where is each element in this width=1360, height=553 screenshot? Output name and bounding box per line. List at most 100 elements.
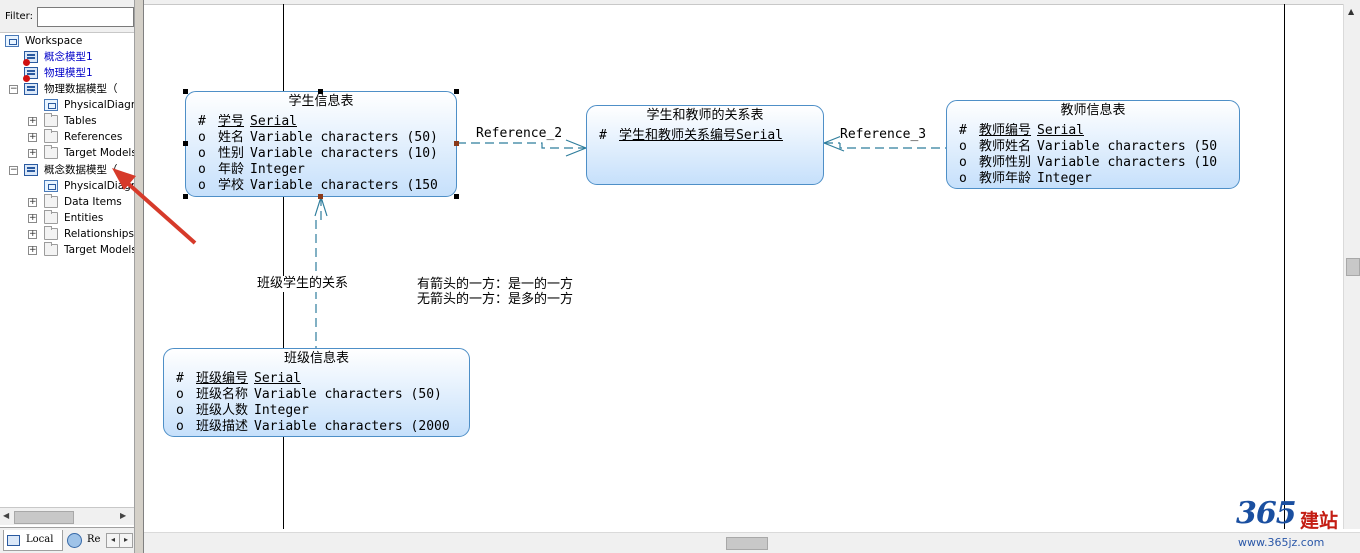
folder-icon — [44, 194, 58, 208]
class-student-relation-label[interactable]: 班级学生的关系 — [257, 276, 349, 292]
conceptual-model-icon — [24, 164, 38, 176]
note-line-1[interactable]: 有箭头的一方：是一的一方 — [417, 277, 574, 292]
tree-item-target-models-cdm[interactable]: + Target Models — [28, 242, 134, 258]
expand-icon[interactable]: + — [28, 245, 37, 255]
folder-icon — [44, 113, 58, 127]
tree-item-pdm1[interactable]: 物理模型1 — [23, 65, 134, 82]
note-line-2[interactable]: 无箭头的一方：是多的一方 — [417, 292, 574, 307]
tab-local[interactable]: Local — [3, 530, 63, 551]
expand-icon[interactable]: + — [28, 148, 37, 158]
tab-next-icon[interactable]: ▸ — [119, 533, 133, 548]
entity-student-teacher-link[interactable]: 学生和教师的关系表 #学生和教师关系编号Serial — [586, 105, 824, 185]
tree-item-physical-data-model[interactable]: − 物理数据模型（ — [9, 81, 134, 97]
collapse-icon[interactable]: − — [9, 84, 18, 94]
scroll-up-icon[interactable]: ▲ — [1348, 7, 1355, 16]
crows-foot-bottom-icon — [314, 196, 328, 217]
tab-local-label: Local — [26, 534, 54, 545]
canvas-horizontal-scrollbar[interactable] — [144, 532, 1360, 553]
selection-handle[interactable] — [454, 89, 459, 94]
reference-3-label[interactable]: Reference_3 — [840, 127, 927, 143]
physical-model-icon — [24, 83, 38, 95]
entity-attribute[interactable]: #学生和教师关系编号Serial — [599, 128, 783, 143]
page-boundary-right — [1284, 4, 1285, 529]
selection-handle[interactable] — [318, 89, 323, 94]
tree-item-target-models[interactable]: + Target Models — [28, 145, 134, 161]
expand-icon[interactable]: + — [28, 213, 37, 223]
entity-title: 学生信息表 — [288, 94, 354, 109]
tree-item-label: Workspace — [25, 35, 83, 47]
selection-handle[interactable] — [318, 194, 323, 199]
bottom-tab-strip: Local Re ◂ ▸ — [0, 527, 134, 553]
filter-input[interactable] — [37, 7, 134, 27]
folder-icon — [44, 210, 58, 224]
tab-repository[interactable]: Re — [65, 530, 105, 550]
tree-item-tables[interactable]: + Tables — [28, 113, 134, 129]
conceptual-model-icon — [23, 51, 38, 66]
tree-item-label: References — [64, 131, 123, 143]
scroll-right-icon[interactable]: ▶ — [120, 511, 127, 520]
reference-2-label[interactable]: Reference_2 — [476, 126, 563, 142]
expand-icon[interactable]: + — [28, 116, 37, 126]
tree-item-relationships[interactable]: + Relationships — [28, 226, 134, 242]
tree-item-conceptual-data-model[interactable]: − 概念数据模型（ — [9, 162, 134, 178]
site-watermark: 365 建站 www.365jz.com — [1228, 496, 1358, 552]
tree-item-physical-diagram[interactable]: PhysicalDiagram — [44, 97, 134, 113]
relationship-lines — [314, 134, 946, 348]
panel-splitter[interactable] — [135, 0, 143, 553]
filter-label: Filter: — [5, 11, 33, 22]
tree-item-label: 物理数据模型（ — [44, 83, 118, 95]
tree-item-references[interactable]: + References — [28, 129, 134, 145]
workspace-panel: Filter: Workspace 概念模型1 物理模型1 − 物理数据模型（ … — [0, 0, 135, 553]
tree-item-cdm1[interactable]: 概念模型1 — [23, 49, 134, 66]
selection-handle[interactable] — [183, 89, 188, 94]
tree-item-entities[interactable]: + Entities — [28, 210, 134, 226]
unsaved-marker-icon — [23, 59, 30, 66]
reference-3-line[interactable] — [824, 142, 946, 149]
expand-icon[interactable]: + — [28, 229, 37, 239]
selection-handle[interactable] — [183, 141, 188, 146]
tree-item-data-items[interactable]: + Data Items — [28, 194, 134, 210]
reference-2-line[interactable] — [457, 142, 586, 149]
class-student-line[interactable] — [315, 197, 322, 348]
collapse-icon[interactable]: − — [9, 165, 18, 175]
selection-handle[interactable] — [454, 141, 459, 146]
scroll-left-icon[interactable]: ◀ — [3, 511, 10, 520]
tree-item-label: 物理模型1 — [44, 67, 93, 79]
scroll-thumb[interactable] — [726, 537, 768, 550]
expand-icon[interactable]: + — [28, 132, 37, 142]
scroll-thumb[interactable] — [14, 511, 74, 524]
folder-icon — [44, 145, 58, 159]
watermark-number: 365 — [1236, 496, 1297, 531]
selection-handle[interactable] — [454, 194, 459, 199]
scroll-thumb[interactable] — [1346, 258, 1360, 276]
tree-horizontal-scrollbar[interactable]: ◀ ▶ — [0, 507, 134, 525]
tab-prev-icon[interactable]: ◂ — [106, 533, 120, 548]
folder-icon — [44, 129, 58, 143]
tree-item-physical-diagram-cdm[interactable]: PhysicalDiagram — [44, 178, 134, 194]
folder-icon — [44, 226, 58, 240]
entity-title: 班级信息表 — [283, 351, 349, 366]
object-browser-tree: Workspace 概念模型1 物理模型1 − 物理数据模型（ Physical… — [0, 33, 134, 503]
selection-handle[interactable] — [183, 194, 188, 199]
expand-icon[interactable]: + — [28, 197, 37, 207]
canvas-vertical-scrollbar[interactable]: ▲ — [1343, 4, 1360, 529]
tree-item-label: Data Items — [64, 196, 122, 208]
tree-item-workspace[interactable]: Workspace — [5, 33, 133, 49]
